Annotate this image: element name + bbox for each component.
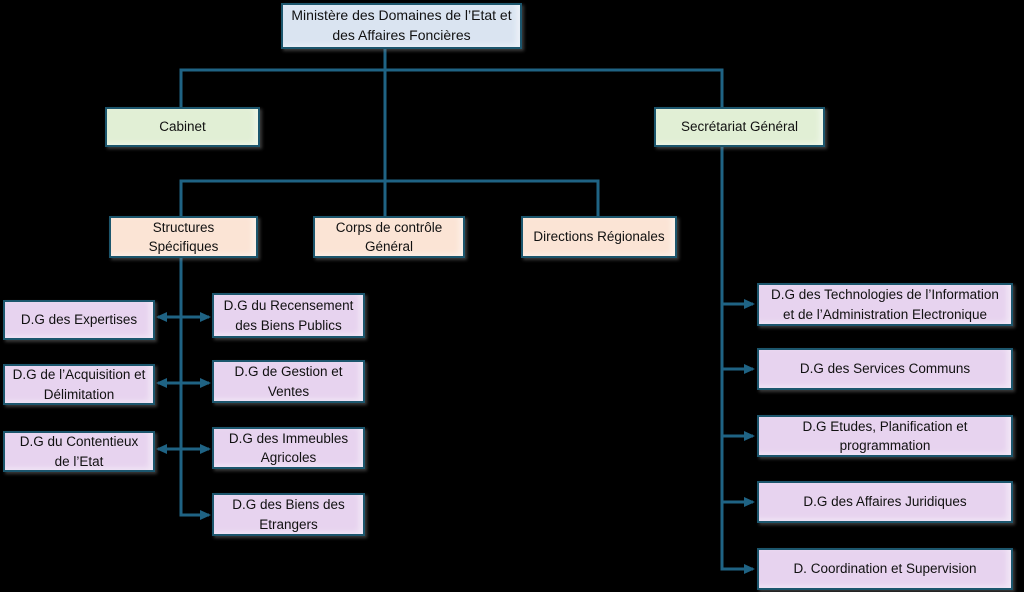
node-coordination-supervision: D. Coordination et Supervision <box>757 548 1013 590</box>
node-dg-recensement-biens-publics: D.G du Recensement des Biens Publics <box>212 293 365 338</box>
node-dg-affaires-juridiques: D.G des Affaires Juridiques <box>757 481 1013 523</box>
node-dg-technologies-information: D.G des Technologies de l’Information et… <box>757 283 1013 326</box>
node-cabinet: Cabinet <box>105 107 260 147</box>
node-structures-specifiques: Structures Spécifiques <box>109 216 258 258</box>
node-ministry: Ministère des Domaines de l’Etat et des … <box>281 3 522 49</box>
node-dg-acquisition-delimitation: D.G de l’Acquisition et Délimitation <box>3 364 155 405</box>
node-dg-expertises: D.G des Expertises <box>3 300 155 340</box>
node-dg-services-communs: D.G des Services Communs <box>757 348 1013 390</box>
node-dg-biens-etrangers: D.G des Biens des Etrangers <box>212 493 365 536</box>
node-dg-contentieux-etat: D.G du Contentieux de l’Etat <box>3 431 155 472</box>
node-corps-de-controle: Corps de contrôle Général <box>313 216 465 258</box>
node-secretariat-general: Secrétariat Général <box>654 107 825 147</box>
node-dg-gestion-ventes: D.G de Gestion et Ventes <box>212 360 365 403</box>
node-dg-immeubles-agricoles: D.G des Immeubles Agricoles <box>212 427 365 469</box>
node-directions-regionales: Directions Régionales <box>521 216 677 258</box>
node-dg-etudes-planification: D.G Etudes, Planification et programmati… <box>757 415 1013 457</box>
